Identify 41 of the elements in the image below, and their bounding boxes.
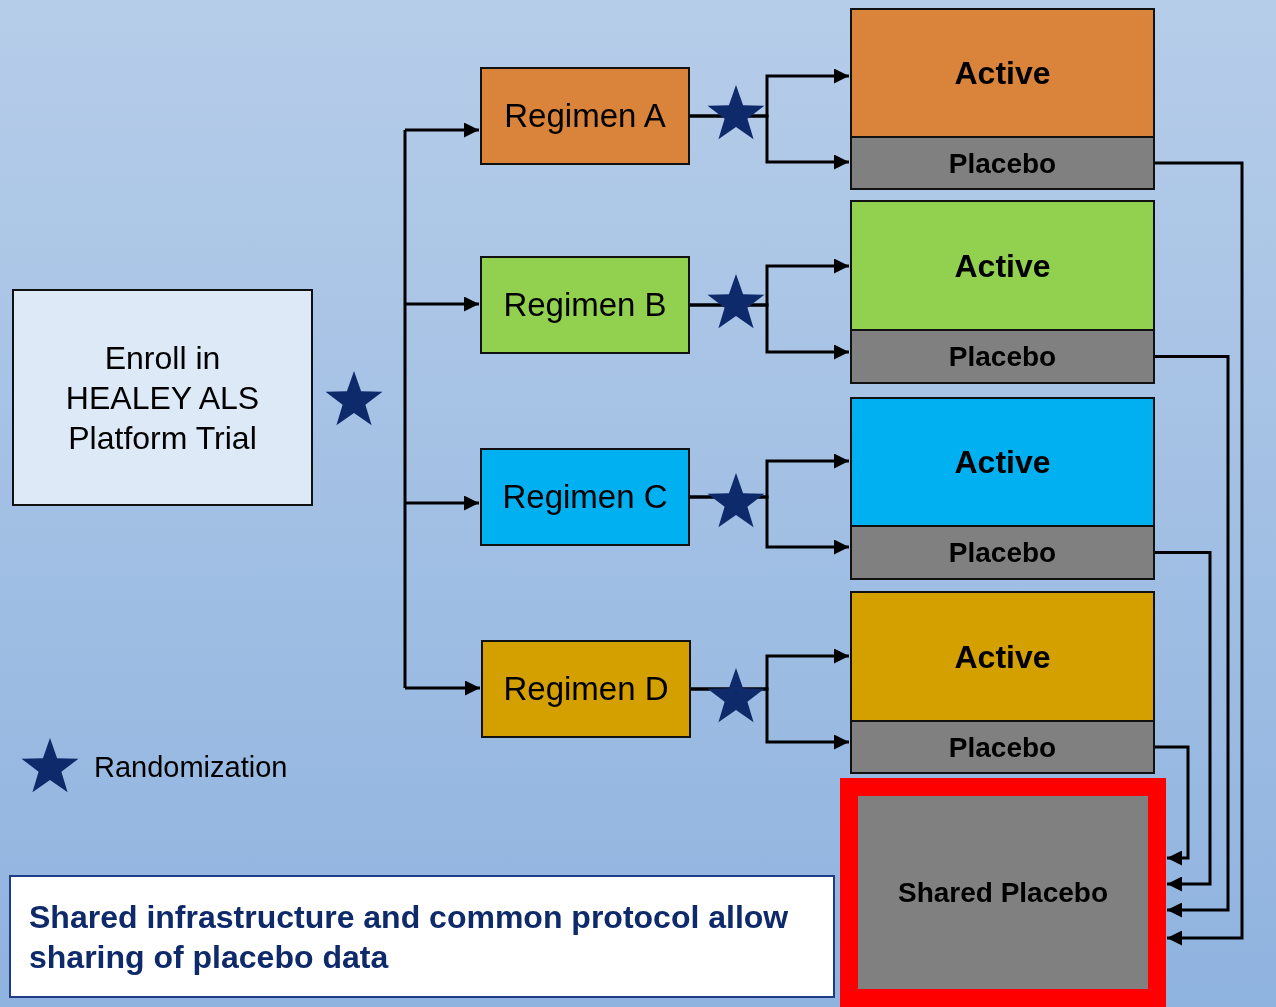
node-label: Regimen A [504,96,666,137]
arm-box [850,397,1155,527]
arrow [405,680,480,696]
arrow [1155,745,1190,866]
arrow [405,122,479,138]
node-label: Regimen C [502,477,668,518]
arrow [405,296,479,312]
arm-box [850,720,1155,774]
arrow [1155,551,1212,892]
node-label: Shared Placebo [897,876,1109,910]
arrow [1155,355,1230,918]
node-label: Regimen B [503,285,667,326]
arrow [690,303,849,360]
arm-box [850,200,1155,331]
node-label: Regimen D [503,669,669,710]
arrow [405,495,479,511]
arm-box [850,591,1155,722]
process-box [480,448,690,546]
node-label: Placebo [948,730,1057,765]
node-label: Enroll in HEALEY ALS Platform Trial [64,338,261,458]
arrow [690,114,849,170]
process-box [480,67,690,165]
node-label: Active [954,246,1051,286]
node-label: Active [954,637,1051,677]
arrow [1155,161,1244,946]
process-box [480,256,690,354]
node-label: Placebo [948,146,1057,181]
process-box [481,640,691,738]
node-label: Active [954,443,1051,482]
shared-placebo-box [840,778,1166,1007]
process-box [12,289,313,506]
node-label: Active [954,54,1051,93]
node-label: Placebo [948,340,1057,374]
arm-box [850,8,1155,138]
arm-box [850,136,1155,190]
node-label: Shared infrastructure and common protocol allow sharing of placebo data [29,897,790,977]
arm-box [850,329,1155,384]
note-box [9,875,835,998]
arm-box [850,525,1155,580]
legend-label: Randomization [94,750,288,784]
node-label: Placebo [948,536,1057,570]
